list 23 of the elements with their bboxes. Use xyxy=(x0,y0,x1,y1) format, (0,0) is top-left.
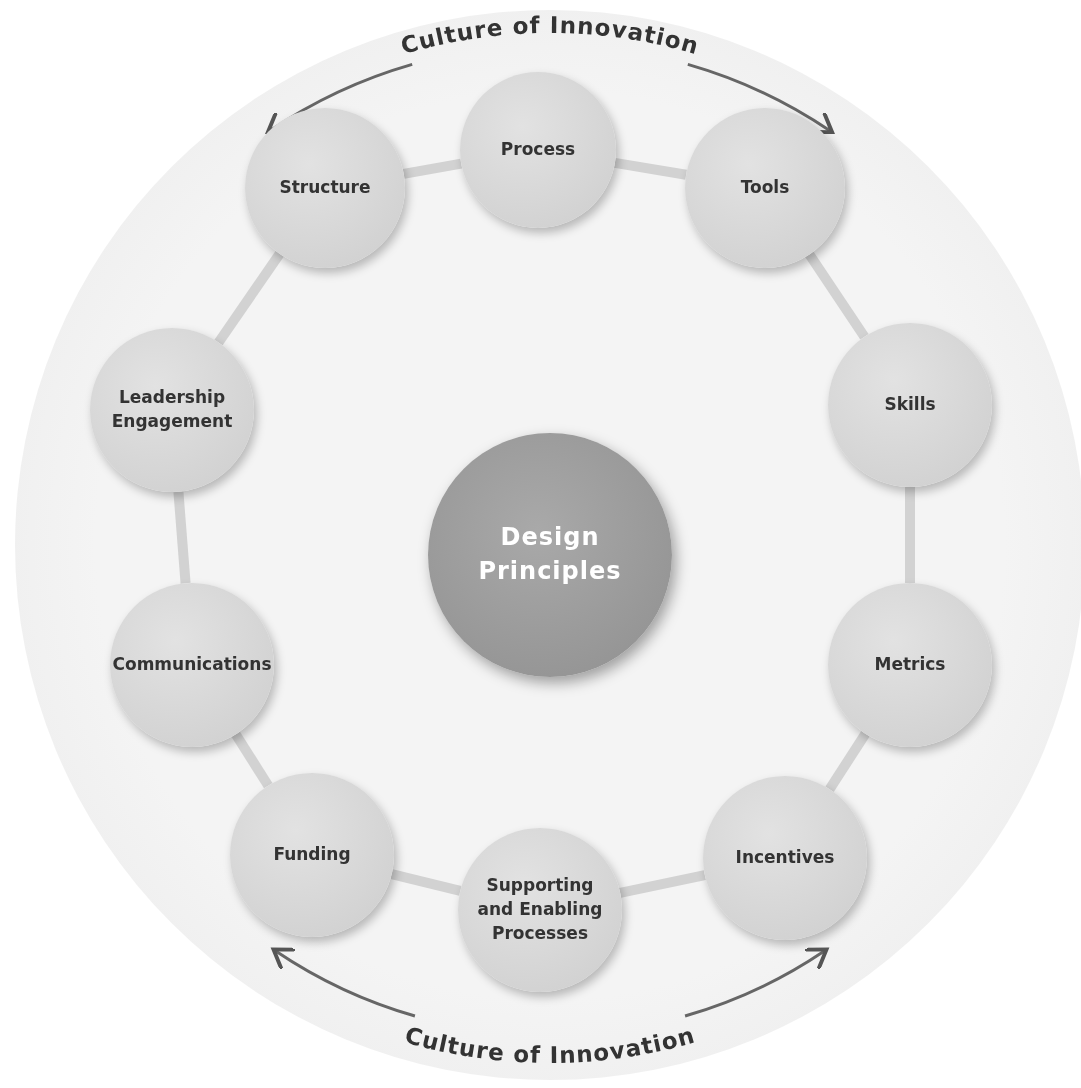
connector xyxy=(805,251,869,340)
connector xyxy=(905,487,915,583)
node-label: Metrics xyxy=(873,653,947,677)
node-label: Tools xyxy=(739,176,791,200)
connector xyxy=(619,870,706,898)
node-label: Supporting and Enabling Processes xyxy=(476,874,604,945)
connector xyxy=(214,251,284,346)
node-label: Process xyxy=(499,138,577,162)
connector xyxy=(614,157,687,180)
node-label: Leadership Engagement xyxy=(110,386,234,433)
node-label: Structure xyxy=(278,176,372,200)
connector xyxy=(231,731,273,789)
curved-label: Culture of Innovation xyxy=(402,1021,698,1068)
node-label: Incentives xyxy=(734,846,836,870)
node-label: Design Principles xyxy=(477,522,623,587)
connector xyxy=(402,158,463,179)
node-label: Funding xyxy=(272,843,352,867)
connector xyxy=(390,869,462,896)
connector xyxy=(173,491,191,584)
connector xyxy=(825,731,870,792)
node-label: Communications xyxy=(111,653,273,677)
node-label: Skills xyxy=(883,393,937,417)
curved-label: Culture of Innovation xyxy=(397,12,703,60)
